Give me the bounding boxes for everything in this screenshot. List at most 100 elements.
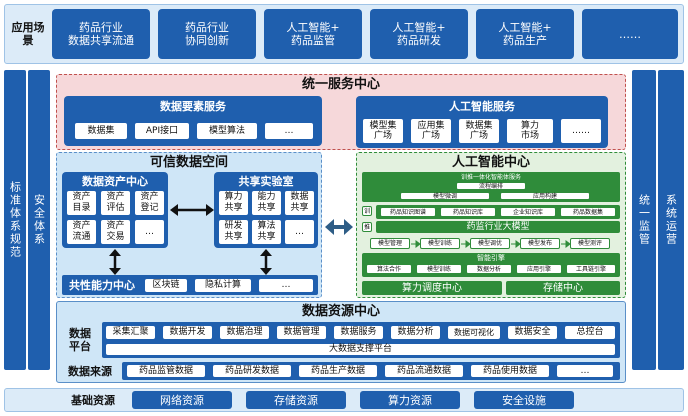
data-resources-title: 数据资源中心 bbox=[301, 303, 380, 319]
ai-big-model: 药监行业大模型 bbox=[376, 221, 620, 233]
data-source-item: … bbox=[556, 364, 614, 378]
asset-item: … bbox=[134, 219, 165, 245]
lab-item: 研发 共享 bbox=[218, 219, 249, 245]
security-label: 安全体系 bbox=[32, 194, 46, 246]
unified-service-title: 统一服务中心 bbox=[301, 76, 380, 92]
trusted-space-title: 可信数据空间 bbox=[149, 154, 228, 170]
platform-item: 数据开发 bbox=[162, 325, 213, 340]
operation-label: 系统运营 bbox=[664, 194, 678, 246]
ai-knowledge-row bbox=[376, 205, 620, 219]
infrastructure-label: 基础资源 bbox=[71, 393, 115, 407]
ai-service-item: …… bbox=[560, 118, 602, 144]
lab-item: 算法 共享 bbox=[251, 219, 282, 245]
scenario-item: 人工智能+ 药品监管 bbox=[264, 9, 362, 59]
vertical-arrow-icon bbox=[260, 249, 272, 275]
scenario-label: 应用场景 bbox=[11, 21, 45, 47]
platform-item: 数据管理 bbox=[276, 325, 327, 340]
operation-column: 系统运营 bbox=[658, 70, 684, 370]
ai-side-tag: 推 bbox=[362, 222, 372, 232]
data-source-item: 药品监管数据 bbox=[126, 364, 206, 378]
data-element-item: API接口 bbox=[134, 122, 190, 140]
supervision-label: 统一监管 bbox=[637, 194, 651, 246]
asset-item: 资产 交易 bbox=[100, 219, 131, 245]
infrastructure-item: 存储资源 bbox=[246, 391, 346, 409]
data-source-item: 药品生产数据 bbox=[298, 364, 378, 378]
scenario-item: 人工智能+ 药品生产 bbox=[476, 9, 574, 59]
exchange-arrow-icon bbox=[170, 204, 214, 216]
ai-model-mgmt-box: 模型微调 bbox=[400, 192, 490, 200]
data-source-item: 药品流通数据 bbox=[384, 364, 464, 378]
platform-item: 数据治理 bbox=[219, 325, 270, 340]
common-capability-title: 共性能力中心 bbox=[69, 278, 135, 292]
lab-item: 算力 共享 bbox=[218, 190, 249, 216]
platform-item: 数据可视化 bbox=[447, 325, 501, 340]
ai-service-item: 应用集 广场 bbox=[410, 118, 452, 144]
ai-center-title: 人工智能中心 bbox=[451, 154, 530, 170]
infrastructure-item: 网络资源 bbox=[132, 391, 232, 409]
lab-item: 能力 共享 bbox=[251, 190, 282, 216]
asset-item: 资产 流通 bbox=[66, 219, 97, 245]
pipeline-arrows-icon bbox=[411, 240, 570, 248]
standards-label: 标准体系规范 bbox=[8, 181, 22, 259]
ai-service-item: 算力 市场 bbox=[506, 118, 554, 144]
infrastructure-item: 安全设施 bbox=[474, 391, 574, 409]
ai-service-item: 模型集 广场 bbox=[362, 118, 404, 144]
ai-knowledge-item: 企业知识库 bbox=[500, 207, 556, 217]
data-platform-label: 数据 平台 bbox=[69, 327, 91, 353]
ai-flow-box: 流程编排 bbox=[456, 182, 526, 190]
asset-center-title: 数据资产中心 bbox=[82, 174, 148, 188]
vertical-arrow-icon bbox=[109, 249, 121, 275]
bigdata-platform: 大数据支撑平台 bbox=[105, 343, 616, 356]
ai-knowledge-item: 药品知识库 bbox=[440, 207, 496, 217]
data-source-item: 药品使用数据 bbox=[470, 364, 550, 378]
platform-item: 总控台 bbox=[564, 325, 616, 340]
ai-engine-item: 应用引擎 bbox=[516, 264, 562, 274]
ai-storage-center: 存储中心 bbox=[506, 281, 620, 295]
common-capability-panel bbox=[62, 275, 318, 295]
ai-pipeline-step: 模型发布 bbox=[520, 238, 560, 249]
ai-pipeline-step: 模型调优 bbox=[470, 238, 510, 249]
common-item: 区块链 bbox=[144, 278, 188, 293]
ai-compute-center: 算力调度中心 bbox=[362, 281, 502, 295]
scenario-item: 药品行业 数据共享流通 bbox=[52, 9, 150, 59]
standards-column: 标准体系规范 bbox=[4, 70, 26, 370]
platform-item: 数据安全 bbox=[507, 325, 558, 340]
lab-title: 共享实验室 bbox=[238, 174, 294, 188]
bidirectional-arrow-icon bbox=[325, 219, 353, 235]
ai-service-title: 人工智能服务 bbox=[449, 99, 515, 113]
ai-pipeline-step: 模型训练 bbox=[420, 238, 460, 249]
ai-side-tag: 训 bbox=[362, 206, 372, 216]
platform-item: 数据分析 bbox=[390, 325, 441, 340]
common-item: 隐私计算 bbox=[194, 278, 252, 293]
lab-item: 数据 共享 bbox=[284, 190, 315, 216]
ai-engine-item: 算法合作 bbox=[366, 264, 412, 274]
ai-pipeline-step: 模型管理 bbox=[370, 238, 410, 249]
data-source-item: 药品研发数据 bbox=[212, 364, 292, 378]
supervision-column: 统一监管 bbox=[632, 70, 656, 370]
ai-engine-title: 智能引擎 bbox=[477, 253, 505, 262]
ai-knowledge-item: 药品数据集 bbox=[560, 207, 616, 217]
security-column: 安全体系 bbox=[28, 70, 50, 370]
infrastructure-item: 算力资源 bbox=[360, 391, 460, 409]
ai-engine-item: 工具链引擎 bbox=[566, 264, 616, 274]
ai-service-item: 数据集 广场 bbox=[458, 118, 500, 144]
data-element-item: 数据集 bbox=[74, 122, 128, 140]
data-elements-title: 数据要素服务 bbox=[160, 99, 226, 113]
ai-platform-title: 训推一体化智能体服务 bbox=[460, 173, 521, 181]
scenario-list: 药品行业 数据共享流通 药品行业 协同创新 人工智能+ 药品监管 人工智能+ 药… bbox=[52, 9, 680, 59]
asset-item: 资产 登记 bbox=[134, 190, 165, 216]
ai-engine-item: 数据分析 bbox=[466, 264, 512, 274]
platform-item: 采集汇聚 bbox=[105, 325, 156, 340]
ai-engine-item: 模型训练 bbox=[416, 264, 462, 274]
data-element-item: 模型算法 bbox=[196, 122, 258, 140]
data-element-item: … bbox=[264, 122, 314, 140]
ai-pipeline-step: 模型测评 bbox=[570, 238, 610, 249]
platform-item: 数据服务 bbox=[333, 325, 384, 340]
scenario-item: 药品行业 协同创新 bbox=[158, 9, 256, 59]
scenario-item: …… bbox=[582, 9, 678, 59]
asset-item: 资产 评估 bbox=[100, 190, 131, 216]
asset-item: 资产 目录 bbox=[66, 190, 97, 216]
scenario-item: 人工智能+ 药品研发 bbox=[370, 9, 468, 59]
data-source-label: 数据来源 bbox=[68, 364, 112, 378]
ai-app-build-box: 应用构建 bbox=[500, 192, 590, 200]
